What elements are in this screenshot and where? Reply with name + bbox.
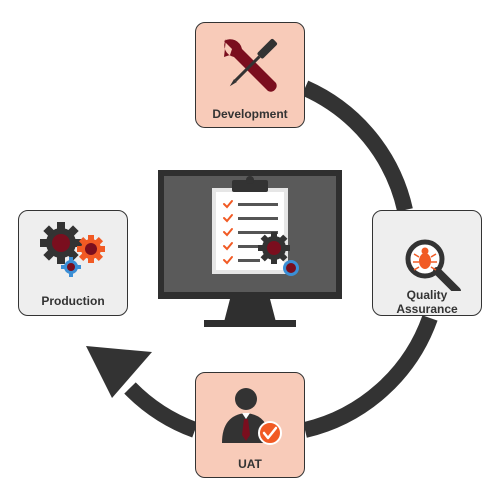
checklist-line xyxy=(238,231,278,234)
stage-production-label: Production xyxy=(41,294,105,308)
stage-quality-assurance: Quality Assurance xyxy=(372,210,482,316)
wrench-screwdriver-icon xyxy=(224,38,278,92)
checklist-line xyxy=(238,245,260,248)
checklist-line xyxy=(238,217,278,220)
stage-production: Production xyxy=(18,210,128,316)
stage-development-label: Development xyxy=(212,107,288,121)
checklist-check-icon xyxy=(223,214,233,223)
cycle-arrow-arc xyxy=(124,80,438,438)
checklist-check-icon xyxy=(223,242,233,251)
user-check-icon xyxy=(222,388,282,445)
checklist-line xyxy=(238,203,278,206)
qa-label-line2: Assurance xyxy=(396,302,458,316)
stage-uat-label: UAT xyxy=(238,457,262,471)
stage-uat: UAT xyxy=(195,372,305,478)
cycle-arrow-head xyxy=(86,346,152,398)
checklist-check-icon xyxy=(223,228,233,237)
magnifier-bug-icon xyxy=(405,239,461,291)
checklist-check-icon xyxy=(223,256,233,265)
stage-quality-assurance-label: Quality Assurance xyxy=(373,288,481,316)
stage-development: Development xyxy=(195,22,305,128)
checklist-check-icon xyxy=(223,200,233,209)
qa-label-line1: Quality xyxy=(406,288,448,302)
monitor-checklist-icon xyxy=(158,170,342,327)
gears-icon xyxy=(40,222,105,277)
checklist-line xyxy=(238,259,260,262)
